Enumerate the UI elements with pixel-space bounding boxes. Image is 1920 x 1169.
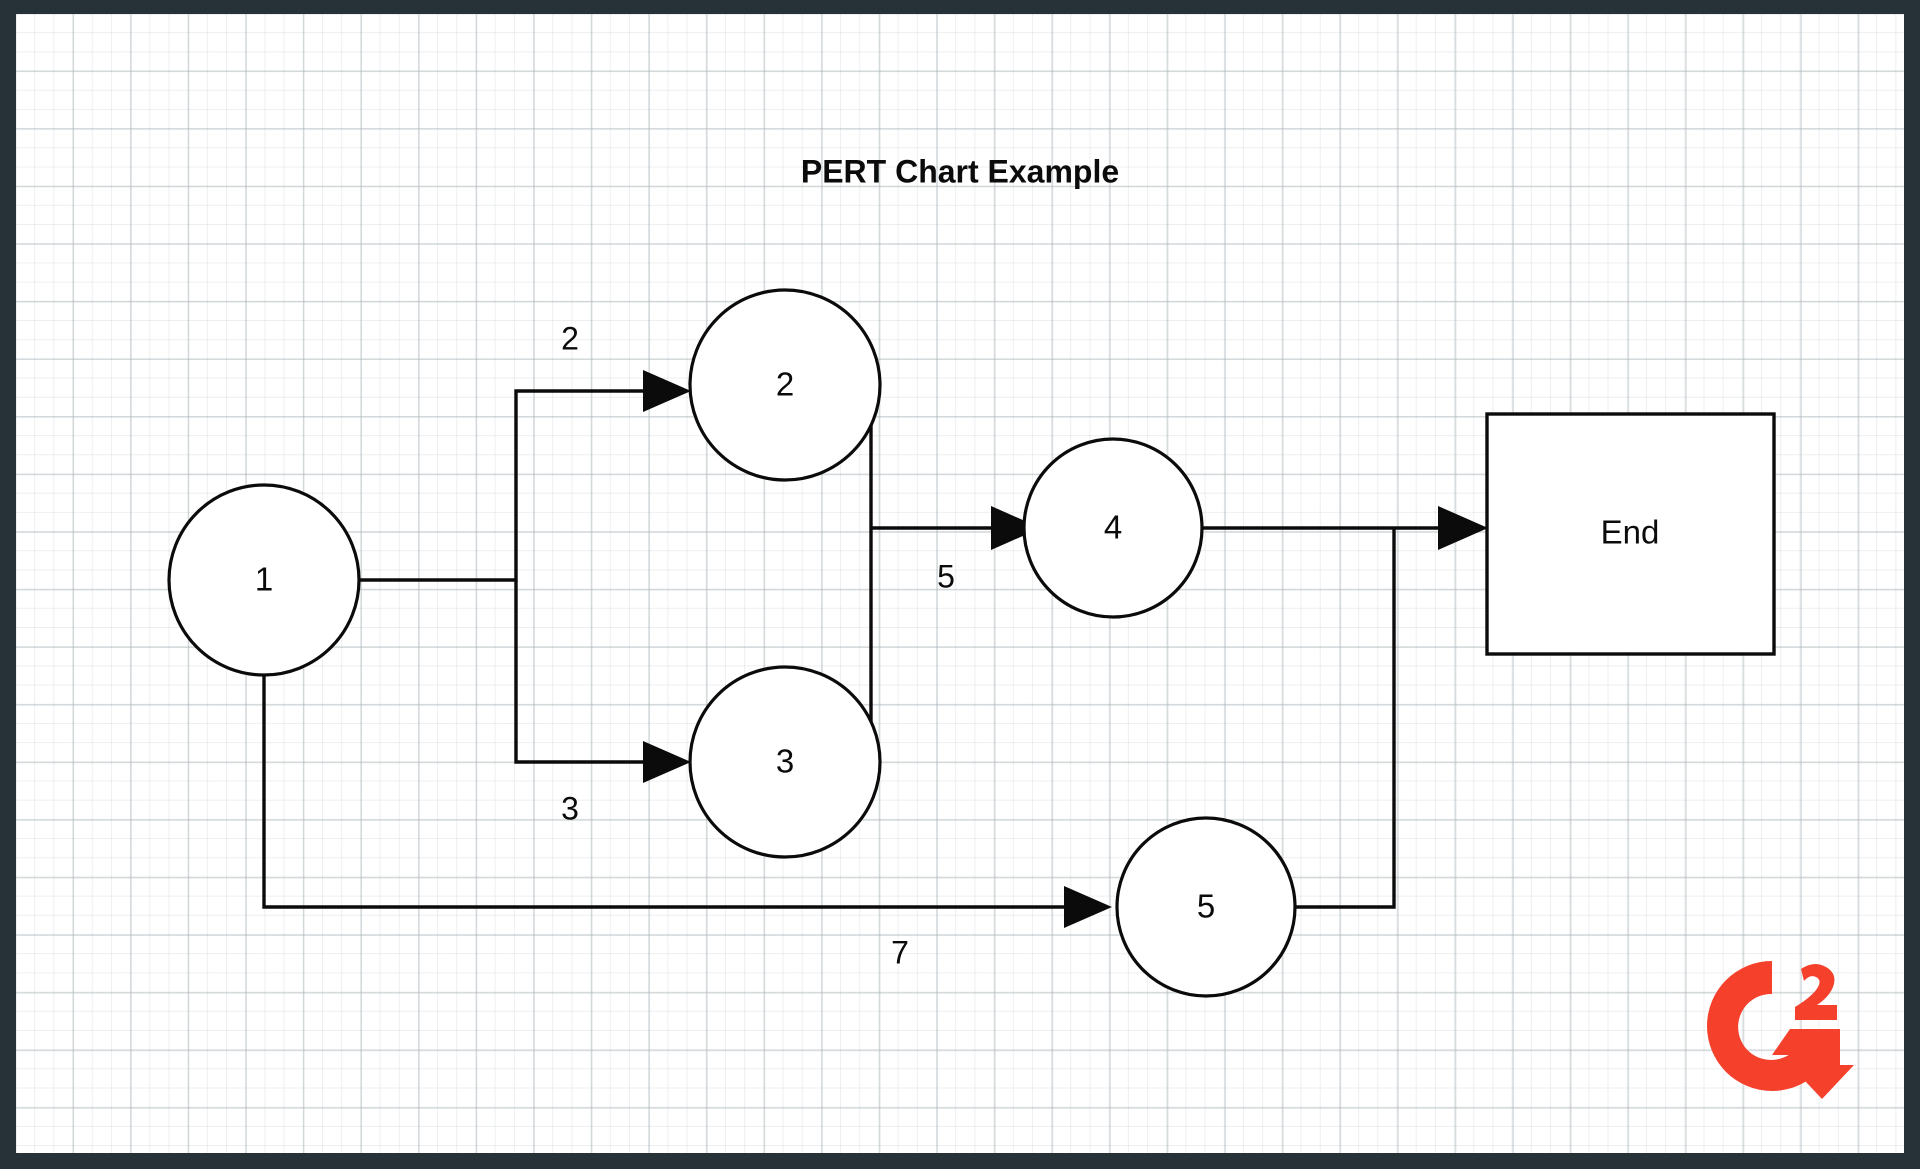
node-4-label: 4 xyxy=(1104,509,1122,546)
edge-label-1-to-5: 7 xyxy=(891,934,909,970)
node-end-label: End xyxy=(1601,514,1660,551)
node-5-label: 5 xyxy=(1197,888,1215,925)
node-3-label: 3 xyxy=(776,743,794,780)
node-4[interactable] xyxy=(1022,437,1204,619)
node-5[interactable] xyxy=(1115,816,1297,998)
arrowhead-4-to-end xyxy=(1438,506,1488,550)
edge-1-to-2[interactable] xyxy=(359,389,643,582)
arrowhead-to-4 xyxy=(991,506,1041,550)
edge-1-to-5[interactable] xyxy=(262,675,1064,909)
g2-logo-icon xyxy=(1707,961,1854,1099)
node-2[interactable] xyxy=(688,288,882,482)
node-3[interactable] xyxy=(688,665,882,859)
edge-5-to-end[interactable] xyxy=(1295,528,1396,909)
arrowhead-1-to-2 xyxy=(643,370,691,412)
node-2-label: 2 xyxy=(776,366,794,403)
node-1-label: 1 xyxy=(255,561,273,598)
arrowhead-1-to-3 xyxy=(643,741,691,783)
edge-1-to-3[interactable] xyxy=(514,580,643,764)
edge-label-1-to-2: 2 xyxy=(561,320,579,356)
edge-label-1-to-3: 3 xyxy=(561,790,579,826)
edge-label-2-to-4: 5 xyxy=(937,558,955,594)
node-1[interactable] xyxy=(167,483,361,677)
diagram-canvas[interactable]: PERT Chart Example 1 2 xyxy=(16,14,1904,1153)
arrowhead-1-to-5 xyxy=(1064,886,1112,928)
node-end-box[interactable] xyxy=(1485,412,1776,656)
page-title: PERT Chart Example xyxy=(801,153,1119,189)
pert-chart-svg[interactable]: PERT Chart Example 1 2 xyxy=(16,14,1904,1153)
